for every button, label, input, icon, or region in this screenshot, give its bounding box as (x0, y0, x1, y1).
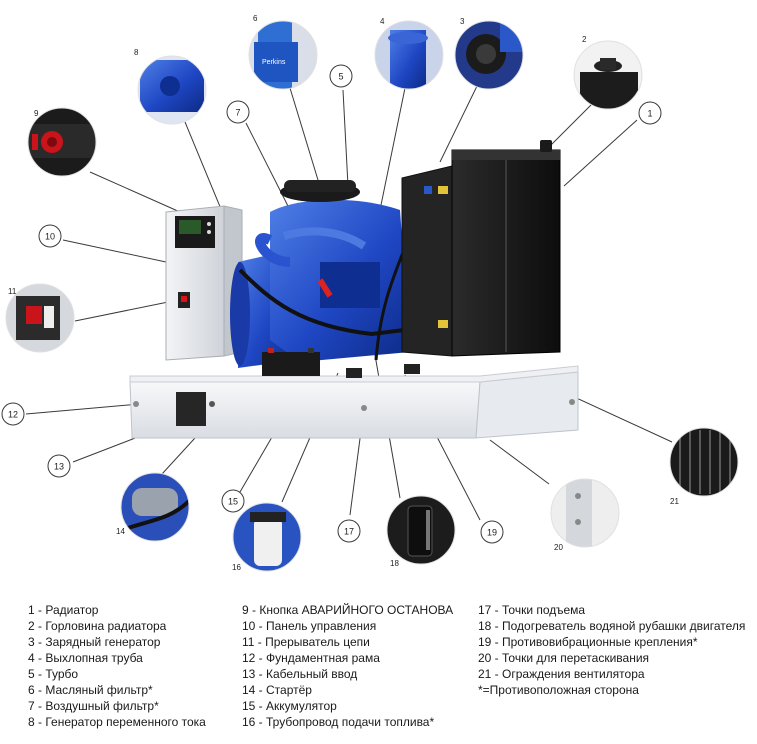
callout-number: 16 (232, 563, 241, 572)
legend-item: 16 - Трубопровод подачи топлива* (242, 715, 435, 729)
legend-item: 18 - Подогреватель водяной рубашки двига… (478, 619, 746, 633)
inset-circuit-breaker (6, 284, 74, 352)
inset-drag-points (551, 479, 619, 547)
legend-item: 1 - Радиатор (28, 603, 99, 617)
callout-11: 11 (8, 287, 17, 296)
callout-number: 6 (253, 14, 258, 23)
legend-item: 17 - Точки подъема (478, 603, 586, 617)
callout-8: 8 (134, 48, 139, 57)
callout-number: 3 (460, 17, 465, 26)
inset-radiator-cap (574, 41, 642, 109)
callout-19: 19 (480, 520, 504, 544)
callout-14: 14 (116, 527, 125, 536)
callout-21: 21 (670, 497, 679, 506)
inset-starter (121, 473, 189, 541)
inset-charging-alternator (455, 21, 523, 89)
inset-exhaust-pipe (375, 21, 443, 89)
callout-9: 9 (34, 109, 39, 118)
callout-circle (480, 520, 504, 544)
callout-number: 18 (390, 559, 399, 568)
legend-item: 6 - Масляный фильтр* (28, 683, 153, 697)
callout-6: 6 (253, 14, 258, 23)
callout-13: 13 (47, 454, 71, 478)
detail-insets: Perkins (5, 20, 739, 572)
legend-item: 9 - Кнопка АВАРИЙНОГО ОСТАНОВА (242, 603, 454, 617)
callout-number: 12 (8, 410, 18, 420)
legend-item: 5 - Турбо (28, 667, 79, 681)
callout-20: 20 (554, 543, 563, 552)
legend-column-3: 17 - Точки подъема 18 - Подогреватель вод… (478, 602, 745, 698)
legend-item: 19 - Противовибрационные крепления* (478, 635, 698, 649)
callout-2: 2 (582, 35, 587, 44)
callout-number: 5 (338, 72, 343, 82)
callout-number: 19 (487, 528, 497, 538)
callout-4: 4 (380, 17, 385, 26)
callout-circle (1, 402, 25, 426)
callout-number: 9 (34, 109, 39, 118)
callout-number: 2 (582, 35, 587, 44)
legend-item: 14 - Стартёр (242, 683, 312, 697)
callout-circle (329, 64, 353, 88)
callout-number: 4 (380, 17, 385, 26)
inset-alternator (138, 56, 206, 124)
callout-circle (38, 224, 62, 248)
callout-number: 11 (8, 287, 17, 296)
callout-number: 14 (116, 527, 125, 536)
legend-item: 2 - Горловина радиатора (28, 619, 167, 633)
inset-jacket-heater (387, 496, 455, 564)
callout-circle (226, 100, 250, 124)
legend-item: 4 - Выхлопная труба (28, 651, 143, 665)
callout-circle (221, 489, 245, 513)
callout-circle (638, 101, 662, 125)
callout-5: 5 (329, 64, 353, 88)
legend-item: 7 - Воздушный фильтр* (28, 699, 159, 713)
legend-item: 12 - Фундаментная рама (242, 651, 380, 665)
legend-column-2: 9 - Кнопка АВАРИЙНОГО ОСТАНОВА 10 - Панел… (242, 602, 453, 730)
callout-17: 17 (337, 519, 361, 543)
inset-oil-filter: Perkins (249, 21, 317, 89)
legend-item: 3 - Зарядный генератор (28, 635, 161, 649)
callout-number: 7 (235, 108, 240, 118)
callout-number: 1 (647, 109, 652, 119)
legend-item: 8 - Генератор переменного тока (28, 715, 206, 729)
perkins-brand-text: Perkins (262, 59, 286, 66)
callout-number: 17 (344, 527, 354, 537)
legend-item: 20 - Точки для перетаскивания (478, 651, 650, 665)
callout-1: 1 (638, 101, 662, 125)
callout-number: 10 (45, 232, 55, 242)
legend-item: *=Противоположная сторона (478, 683, 639, 697)
generator-illustration (129, 140, 579, 439)
callout-number: 15 (228, 497, 238, 507)
callout-7: 7 (226, 100, 250, 124)
callout-number: 21 (670, 497, 679, 506)
callout-18: 18 (390, 559, 399, 568)
inset-fan-guard (670, 428, 738, 496)
callout-16: 16 (232, 563, 241, 572)
callout-12: 12 (1, 402, 25, 426)
callout-circle (337, 519, 361, 543)
legend-column-1: 1 - Радиатор 2 - Горловина радиатора 3 - З… (28, 602, 206, 730)
callout-10: 10 (38, 224, 62, 248)
callout-number: 13 (54, 462, 64, 472)
legend-item: 21 - Ограждения вентилятора (478, 667, 645, 681)
callout-number: 8 (134, 48, 139, 57)
callout-circle (47, 454, 71, 478)
legend-item: 13 - Кабельный ввод (242, 667, 358, 681)
callout-15: 15 (221, 489, 245, 513)
inset-emergency-stop (28, 108, 96, 176)
legend-item: 11 - Прерыватель цепи (242, 635, 370, 649)
inset-fuel-line (233, 503, 301, 571)
callout-number: 20 (554, 543, 563, 552)
callout-3: 3 (460, 17, 465, 26)
legend-item: 15 - Аккумулятор (242, 699, 337, 713)
legend-item: 10 - Панель управления (242, 619, 377, 633)
